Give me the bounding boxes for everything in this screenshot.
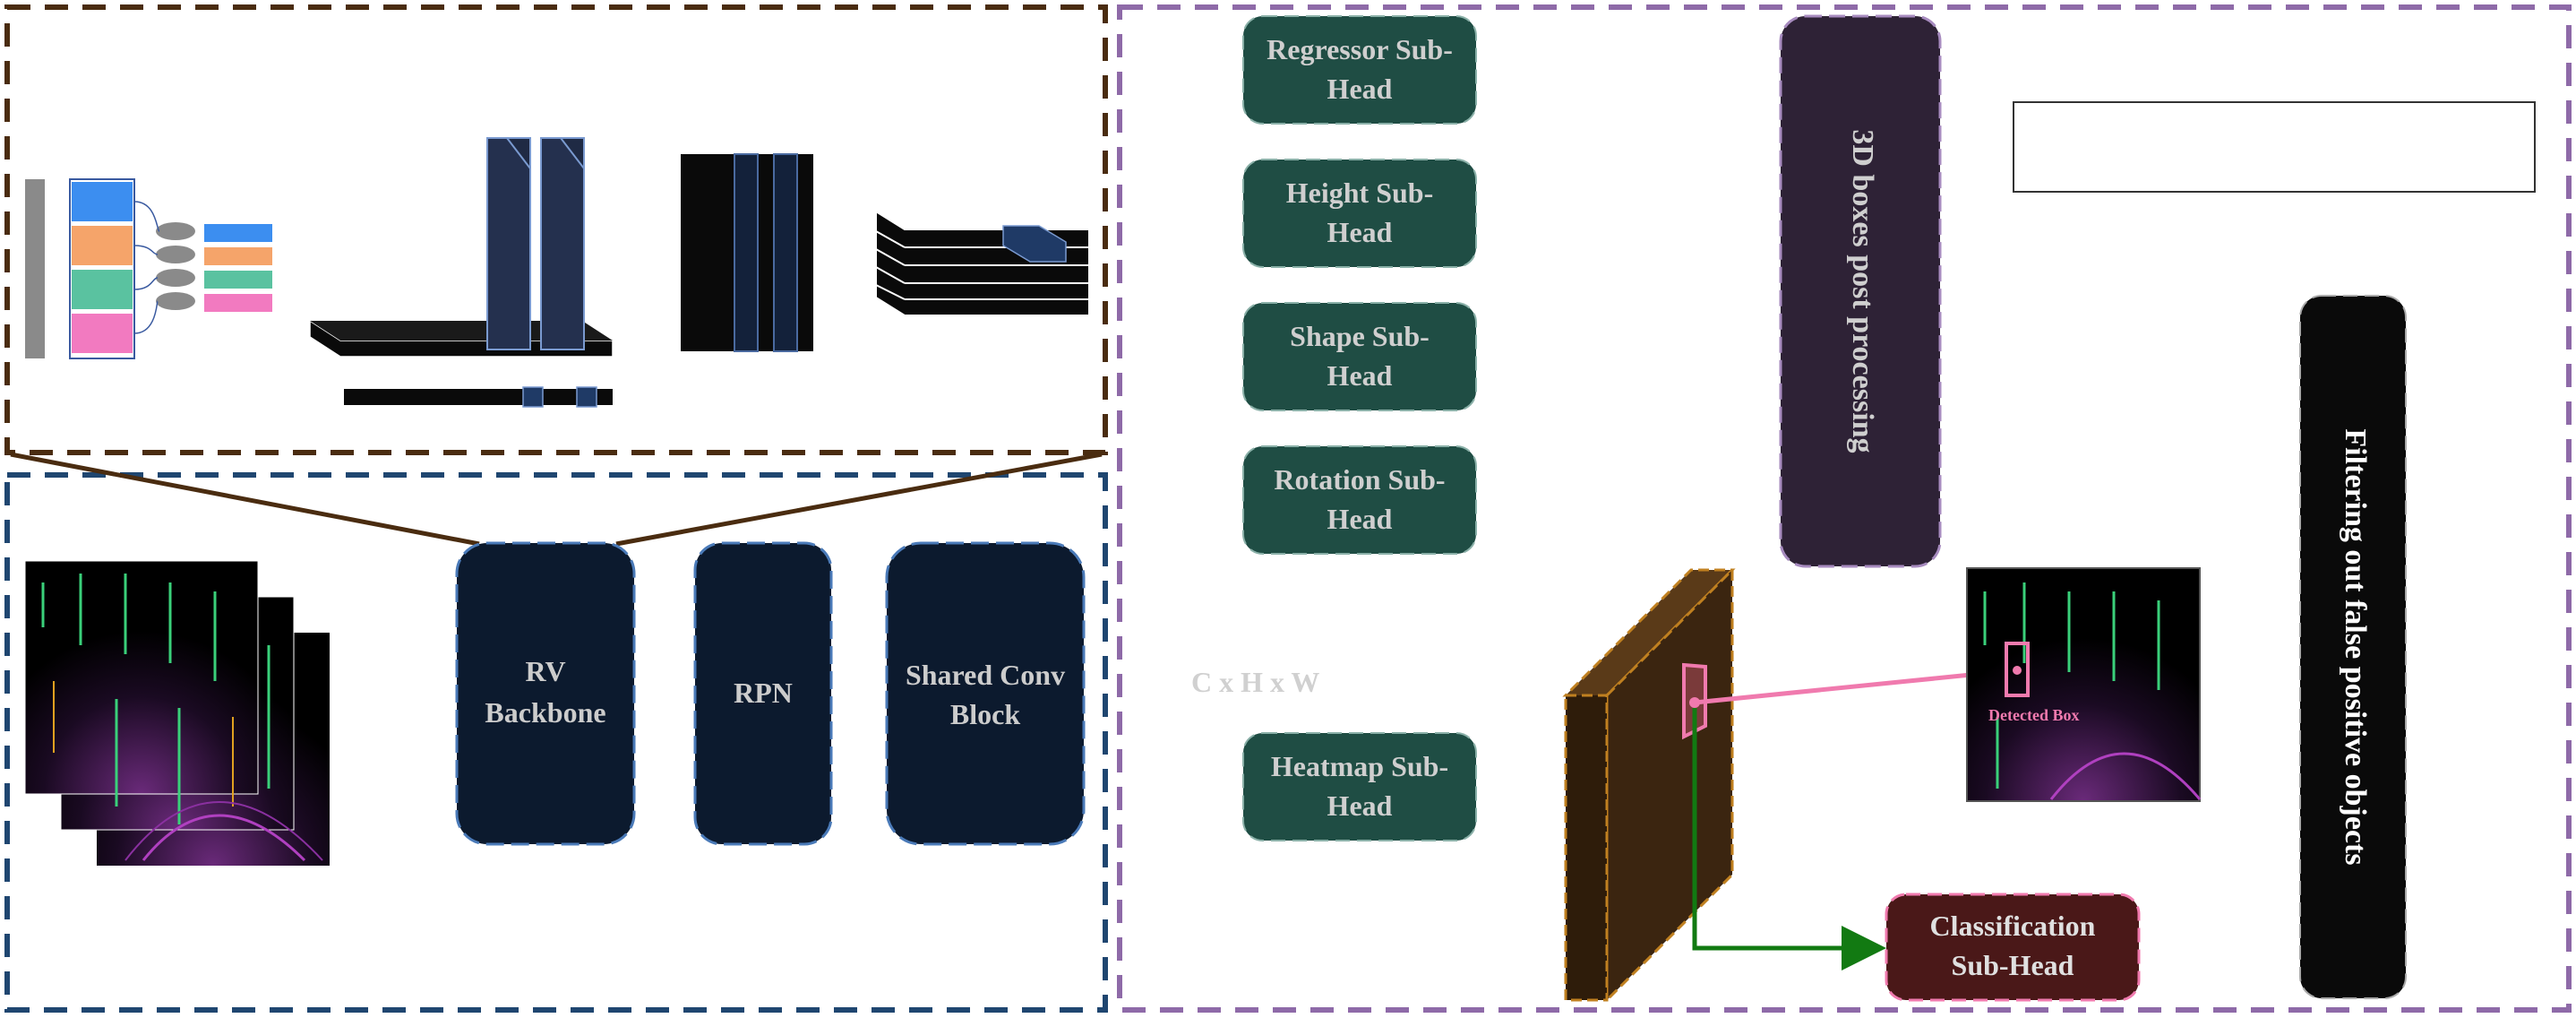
filtering-block: Filtering out false positive objects <box>2299 295 2407 999</box>
classification-label-1: Classification <box>1930 910 2096 942</box>
shape-sub-head: Shape Sub- Head <box>1242 302 1477 411</box>
classification-sub-head: Classification Sub-Head <box>1885 893 2141 1002</box>
pink-link-line <box>1694 668 2016 705</box>
shared-conv-block: Shared Conv Block <box>885 541 1086 846</box>
detected-box-label: Detected Box <box>1988 706 2079 724</box>
heatmap-sub-head: Heatmap Sub- Head <box>1242 732 1477 841</box>
regressor-label-1: Regressor Sub- <box>1267 33 1453 65</box>
height-sub-head: Height Sub- Head <box>1242 159 1477 268</box>
rotation-label-2: Head <box>1327 503 1393 535</box>
regressor-label-2: Head <box>1327 73 1393 105</box>
rpn-block: RPN <box>693 541 833 846</box>
post-processing-label: 3D boxes post processing <box>1846 129 1879 453</box>
rv-backbone-block: RV Backbone <box>455 541 636 846</box>
pink-link-dot <box>1689 697 1700 708</box>
input-pipeline-frame <box>4 472 1108 1013</box>
post-processing-block: 3D boxes post processing <box>1779 14 1942 568</box>
shared-conv-label-2: Block <box>950 698 1020 730</box>
feature-dims-label: C x H x W <box>1191 666 1319 698</box>
rpn-label: RPN <box>734 677 793 709</box>
feature-map-volume <box>1562 566 1736 1004</box>
regressor-sub-head: Regressor Sub- Head <box>1242 15 1477 125</box>
zoom-line-left <box>10 452 480 547</box>
classification-arrow <box>1692 708 1886 971</box>
point-grouping-table <box>25 178 272 359</box>
height-label-1: Height Sub- <box>1286 177 1433 209</box>
pillar-feature-illustration <box>309 137 614 408</box>
classification-label-2: Sub-Head <box>1952 949 2074 981</box>
detection-image: Detected Box <box>1966 567 2202 802</box>
rv-backbone-label-1: RV <box>525 655 565 687</box>
height-label-2: Head <box>1327 216 1393 248</box>
shape-label-1: Shape Sub- <box>1290 320 1430 352</box>
backbone-detail-frame <box>4 4 1108 455</box>
rotation-sub-head: Rotation Sub- Head <box>1242 445 1477 555</box>
shape-label-2: Head <box>1327 359 1393 392</box>
heatmap-label-2: Head <box>1327 789 1393 822</box>
rv-backbone-label-2: Backbone <box>485 696 605 729</box>
lidar-input-stack <box>24 560 330 866</box>
stacked-feature-layers <box>875 210 1090 316</box>
pseudo-image-illustration <box>681 153 813 352</box>
heatmap-label-1: Heatmap Sub- <box>1271 750 1448 782</box>
head-section-frame <box>1117 4 2572 1013</box>
empty-output-box <box>2013 101 2536 193</box>
rotation-label-1: Rotation Sub- <box>1274 463 1445 496</box>
filtering-label: Filtering out false positive objects <box>2339 428 2372 865</box>
shared-conv-label-1: Shared Conv <box>906 659 1065 691</box>
zoom-line-right <box>615 452 1103 547</box>
